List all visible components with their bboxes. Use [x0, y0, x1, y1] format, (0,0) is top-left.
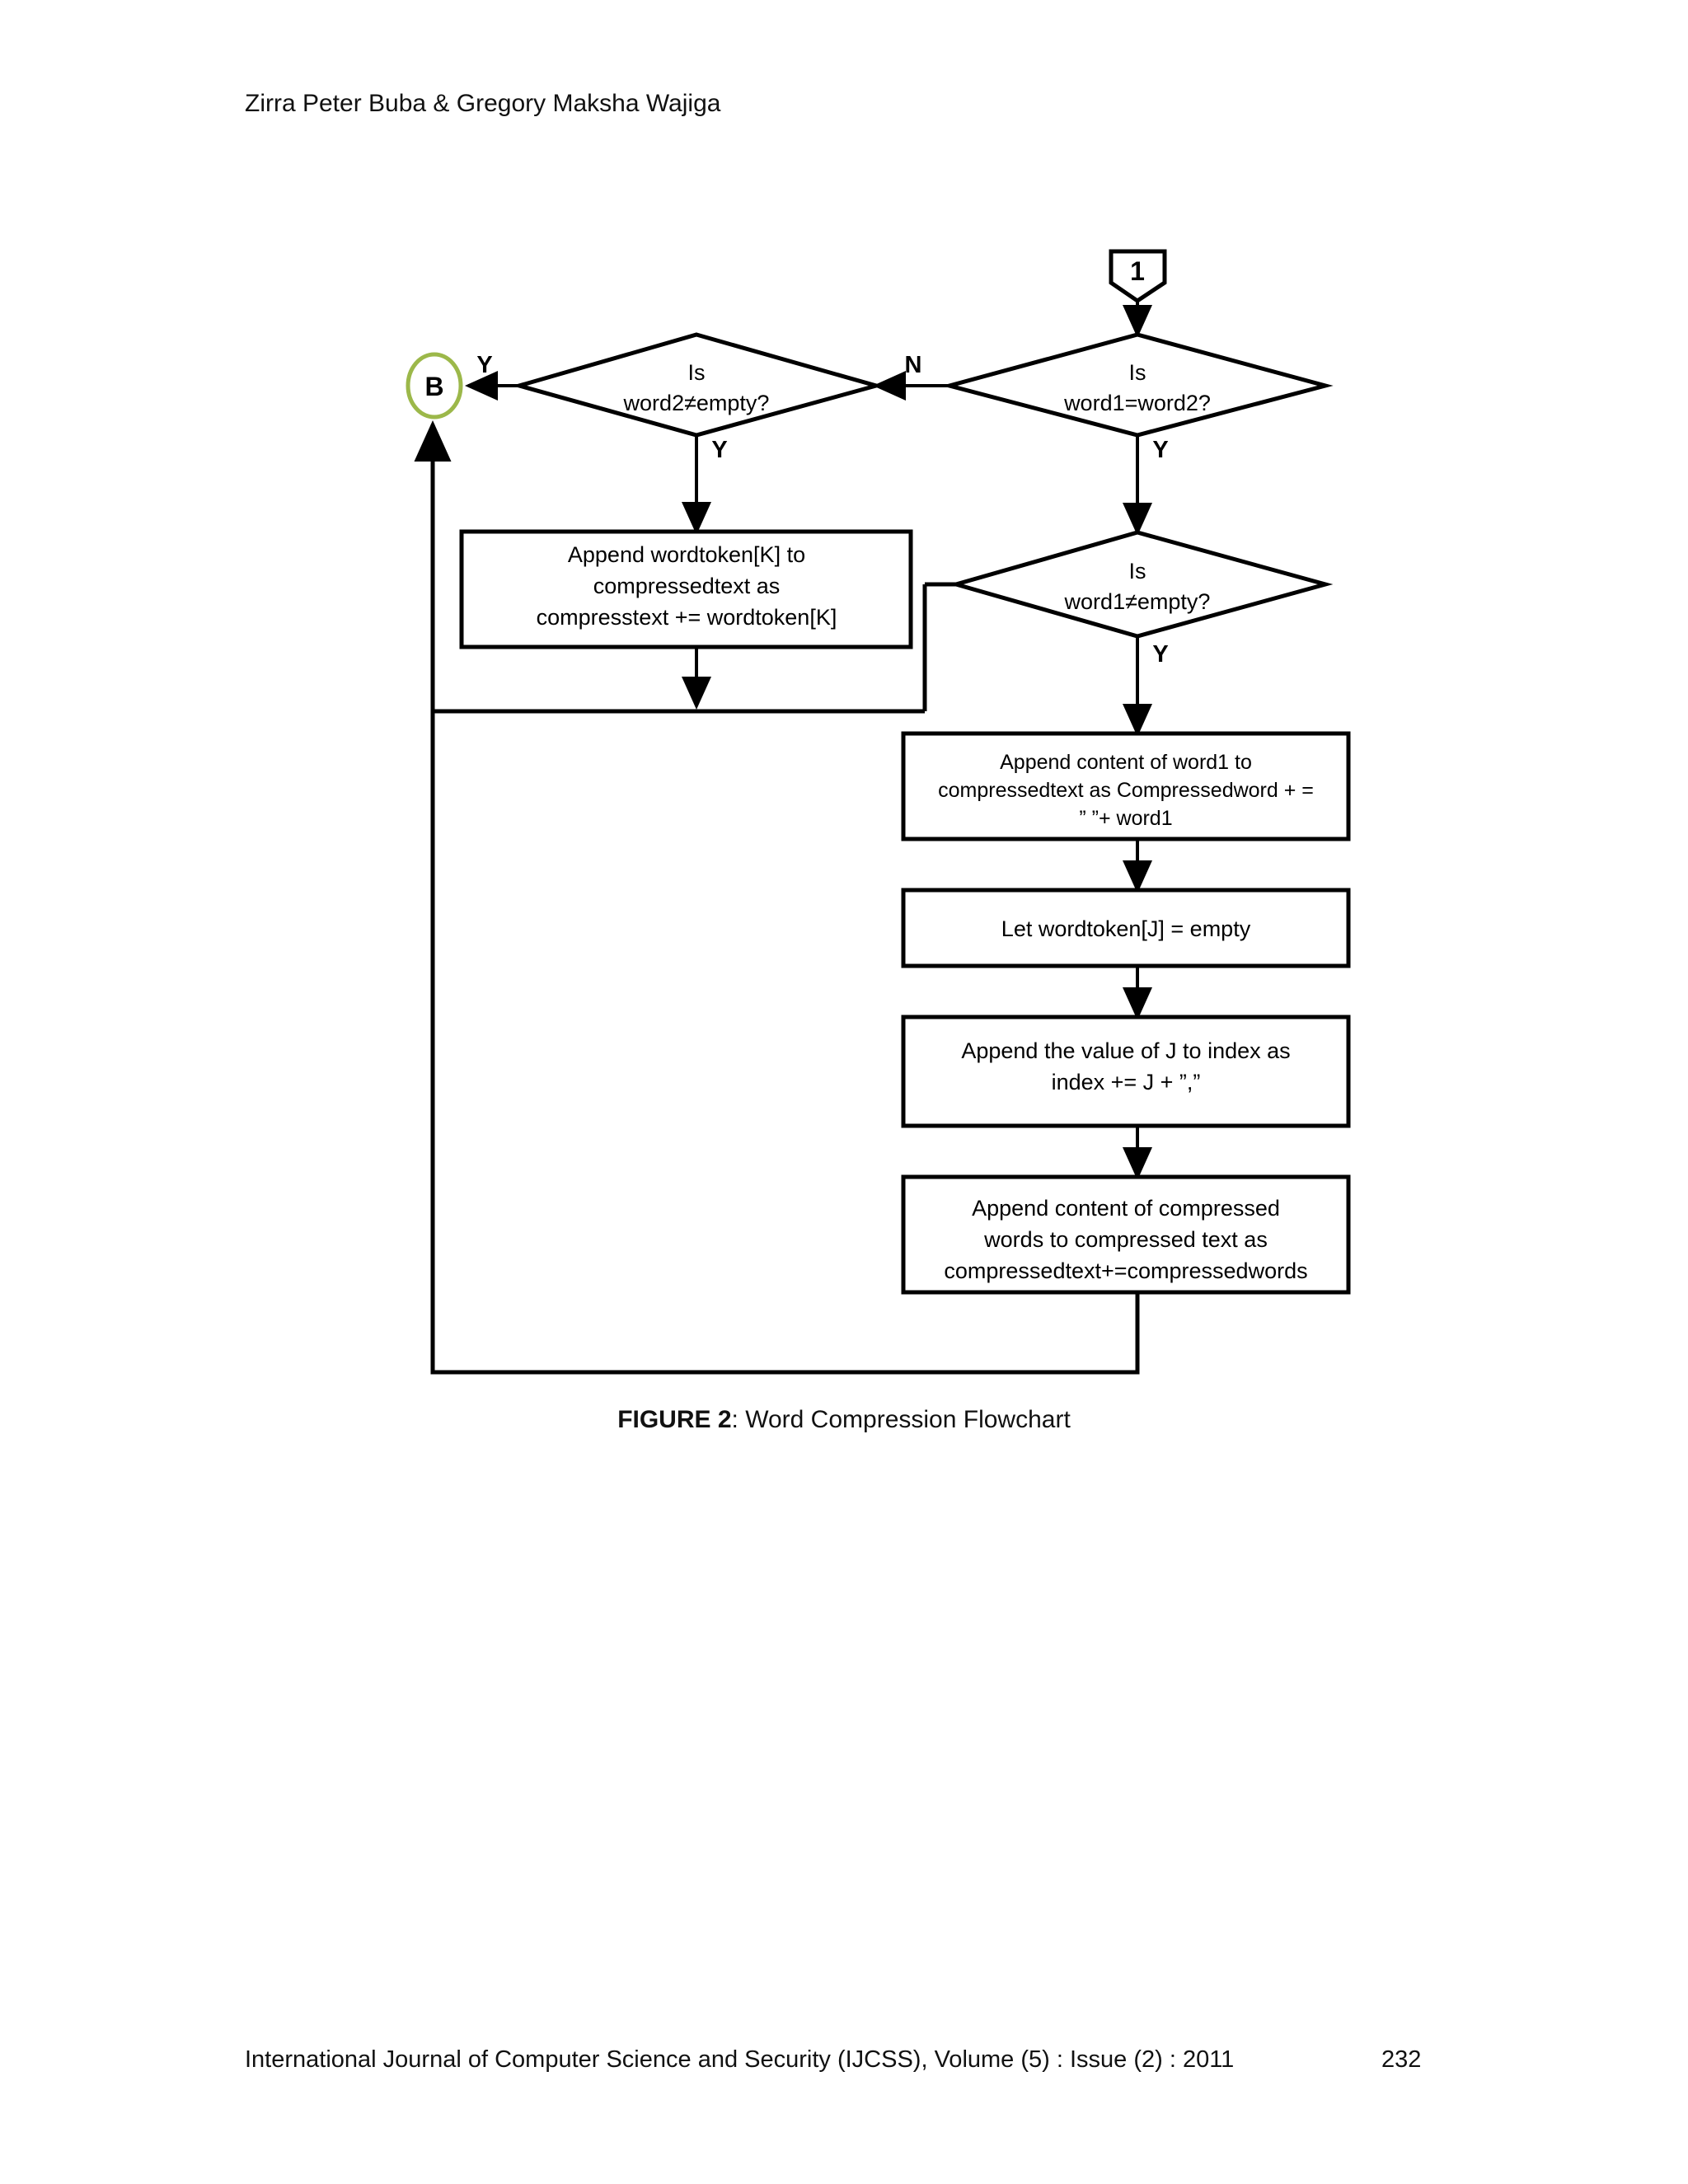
- branch-label-n-eq-to-word2: N: [905, 352, 922, 378]
- decision-word1-equals-word2-shape: [941, 332, 1334, 438]
- decision-eq-line2: word1=word2?: [1063, 391, 1211, 415]
- process-append-wordtoken-shape: [459, 529, 913, 649]
- process-compressedwords-line3: compressedtext+=compressedwords: [944, 1258, 1307, 1283]
- process-append-compressedwords-shape: [901, 1174, 1351, 1295]
- decision-word2-not-empty-shape: [511, 332, 884, 438]
- process-index-line1: Append the value of J to index as: [961, 1038, 1290, 1063]
- process-wordtoken-line2: compressedtext as: [593, 574, 781, 598]
- connector-b-shape: [406, 352, 463, 419]
- decision-eq-line1: Is: [1128, 360, 1146, 385]
- process-compressedwords-line2: words to compressed text as: [983, 1227, 1268, 1252]
- edge-bottom-loop-to-connector-b: [430, 711, 1140, 1375]
- process-wordtoken-line1: Append wordtoken[K] to: [568, 542, 805, 567]
- connector-b-label: B: [424, 372, 443, 401]
- figure-2-flowchart: 1 Is word1=word2? Is word2≠empty? B: [0, 124, 1688, 1409]
- process-let-wordtoken-shape: [901, 888, 1351, 968]
- process-let-line1: Let wordtoken[J] = empty: [1001, 916, 1251, 941]
- process-word1-line3: ” ”+ word1: [1079, 807, 1172, 830]
- decision-word2-line1: Is: [687, 360, 705, 385]
- process-append-word1-shape: [901, 731, 1351, 841]
- decision-word2-not-empty: Is word2≠empty?: [511, 332, 884, 438]
- figure-caption: FIGURE 2: Word Compression Flowchart: [0, 1405, 1688, 1435]
- footer-journal-line: International Journal of Computer Scienc…: [245, 2046, 1235, 2073]
- page-footer: International Journal of Computer Scienc…: [0, 2044, 1688, 2077]
- connector-node-1: 1: [1109, 249, 1167, 304]
- process-let-wordtoken-empty: Let wordtoken[J] = empty: [901, 888, 1351, 968]
- running-head: Zirra Peter Buba & Gregory Maksha Wajiga: [245, 90, 721, 117]
- decision-word2-line2: word2≠empty?: [623, 391, 770, 415]
- process-index-line2: index += J + ”,”: [1052, 1070, 1201, 1094]
- decision-word1-not-empty-shape: [948, 530, 1334, 639]
- decision-word1-not-empty: Is word1≠empty?: [948, 530, 1334, 639]
- connector-node-b: B: [406, 352, 463, 419]
- decision-word1-equals-word2: Is word1=word2?: [941, 332, 1334, 438]
- footer-page-number: 232: [1381, 2046, 1422, 2073]
- branch-label-y-word1-down: Y: [1152, 641, 1168, 668]
- flowchart-canvas: 1 Is word1=word2? Is word2≠empty? B: [406, 249, 1351, 1375]
- process-wordtoken-line3: compresstext += wordtoken[K]: [537, 605, 837, 630]
- decision-word1-line1: Is: [1128, 559, 1146, 583]
- process-append-index-shape: [901, 1015, 1351, 1128]
- branch-label-y-to-connector-b: Y: [476, 352, 492, 378]
- decision-word1-line2: word1≠empty?: [1064, 589, 1211, 614]
- process-append-index: Append the value of J to index as index …: [901, 1015, 1351, 1128]
- process-word1-line1: Append content of word1 to: [1000, 751, 1252, 774]
- connector-1-shape: [1109, 249, 1167, 304]
- connector-1-label: 1: [1130, 256, 1145, 286]
- process-word1-line2: compressedtext as Compressedword + =: [938, 779, 1314, 802]
- process-append-compressedwords: Append content of compressed words to co…: [901, 1174, 1351, 1295]
- figure-caption-label: FIGURE 2: [617, 1406, 732, 1433]
- process-append-word1: Append content of word1 to compressedtex…: [901, 731, 1351, 841]
- process-compressedwords-line1: Append content of compressed: [972, 1196, 1280, 1221]
- figure-caption-rest: : Word Compression Flowchart: [731, 1406, 1071, 1433]
- branch-label-y-eq-down: Y: [1152, 437, 1168, 463]
- branch-label-y-word2-down: Y: [711, 437, 727, 463]
- process-append-wordtoken: Append wordtoken[K] to compressedtext as…: [459, 529, 913, 649]
